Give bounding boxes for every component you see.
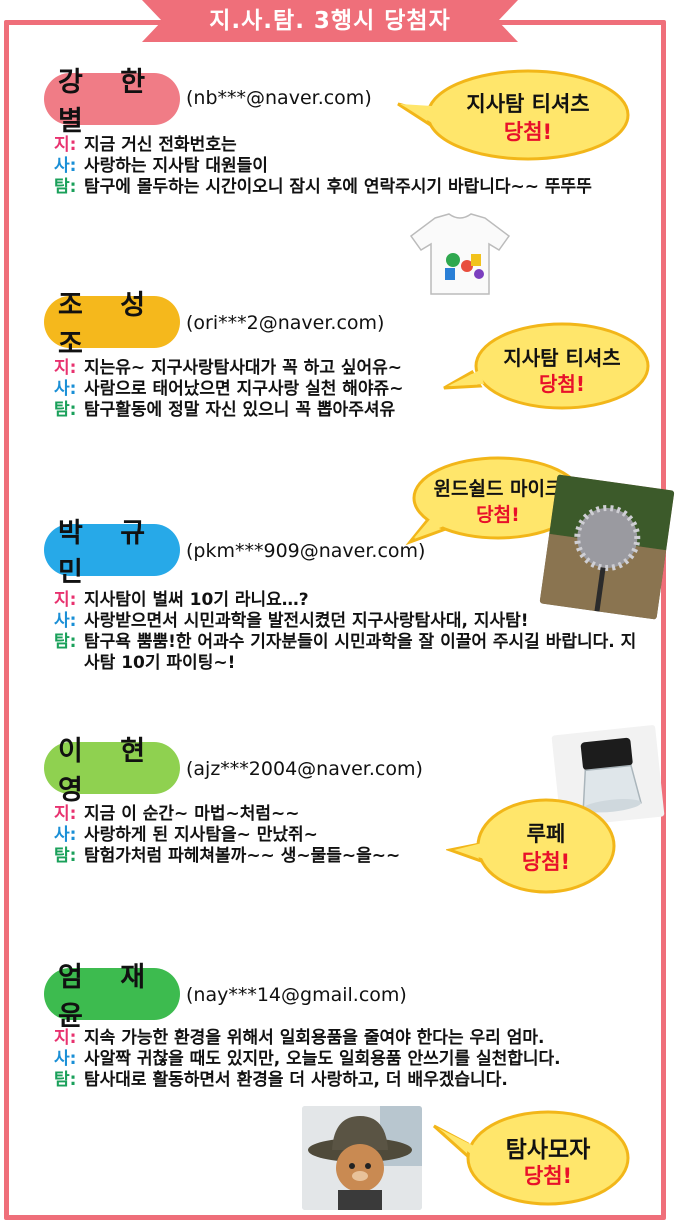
acrostic-lines: 지: 지금 이 순간~ 마법~처럼~~ 사: 사랑하게 된 지사탐을~ 만났쥐~ 탐… (54, 804, 400, 867)
prefix-sa: 사: (54, 1049, 77, 1069)
acrostic-lines: 지: 지사탐이 벌써 10기 라니요…? 사: 사랑받으면서 시민과학을 발전시켰던… (54, 590, 644, 674)
prefix-sa: 사: (54, 611, 77, 631)
won-label: 당첨! (521, 850, 571, 874)
acrostic-line: 탐구활동에 정말 자신 있으니 꼭 뽑아주셔유 (84, 400, 396, 420)
banner-title: 지.사.탐. 3행시 당첨자 (209, 8, 451, 34)
acrostic-line: 사알짝 귀찮을 때도 있지만, 오늘도 일회용품 안쓰기를 실천합니다. (84, 1049, 561, 1069)
banner-ribbon (142, 0, 518, 42)
prize-bubble-2: 지사탐 티셔츠 당첨! (440, 314, 654, 414)
acrostic-lines: 지: 지는유~ 지구사랑탐사대가 꼭 하고 싶어유~ 사: 사람으로 태어났으면 지… (54, 358, 403, 421)
prize-name: 지사탐 티셔츠 (466, 92, 590, 116)
acrostic-line: 사랑하게 된 지사탐을~ 만났쥐~ (84, 825, 318, 845)
acrostic-line: 탐구에 몰두하는 시간이오니 잠시 후에 연락주시기 바랍니다~~ 뚜뚜뚜 (84, 177, 592, 197)
acrostic-lines: 지: 지속 가능한 환경을 위해서 일회용품을 줄여야 한다는 우리 엄마. 사:… (54, 1028, 561, 1091)
prefix-sa: 사: (54, 825, 77, 845)
winner-name: 이 현 영 (44, 736, 180, 806)
prefix-ji: 지: (54, 804, 77, 824)
winner-email: (pkm***909@naver.com) (186, 540, 426, 562)
acrostic-lines: 지: 지금 거신 전화번호는 사: 사랑하는 지사탐 대원들이 탐: 탐구에 몰두하는… (54, 135, 644, 198)
won-label: 당첨! (476, 504, 520, 526)
prefix-ji: 지: (54, 358, 77, 378)
acrostic-line: 탐사대로 활동하면서 환경을 더 사랑하고, 더 배우겠습니다. (84, 1070, 508, 1090)
winner-email: (ori***2@naver.com) (186, 312, 385, 334)
acrostic-line: 지금 이 순간~ 마법~처럼~~ (84, 804, 300, 824)
acrostic-line: 지사탐이 벌써 10기 라니요…? (84, 590, 309, 610)
prefix-tam: 탐: (54, 177, 77, 197)
prize-bubble-1: 지사탐 티셔츠 당첨! (388, 60, 642, 170)
prize-name: 윈드쉴드 마이크 (433, 478, 563, 500)
windshield-mic-image (539, 474, 675, 620)
prefix-tam: 탐: (54, 400, 77, 420)
acrostic-line: 탐험가처럼 파헤쳐볼까~~ 생~물들~을~~ (84, 846, 401, 866)
winner-name: 엄 재 윤 (44, 962, 180, 1032)
prize-name: 루페 (526, 822, 566, 846)
won-label: 당첨! (503, 120, 553, 144)
prize-name: 지사탐 티셔츠 (503, 346, 621, 370)
tshirt-image (405, 210, 515, 298)
winner-email: (nay***14@gmail.com) (186, 984, 407, 1006)
exploration-hat-image (302, 1106, 422, 1210)
acrostic-line: 탐구욕 뿜뿜!한 어과수 기자분들이 시민과학을 잘 이끌어 주시길 바랍니다.… (84, 632, 637, 673)
prefix-tam: 탐: (54, 1070, 77, 1090)
winner-email: (ajz***2004@naver.com) (186, 758, 423, 780)
prefix-tam: 탐: (54, 846, 77, 866)
prefix-ji: 지: (54, 1028, 77, 1048)
prize-bubble-5: 탐사모자 당첨! (428, 1100, 634, 1210)
prefix-ji: 지: (54, 590, 77, 610)
winner-email: (nb***@naver.com) (186, 87, 372, 109)
prefix-tam: 탐: (54, 632, 77, 652)
prefix-ji: 지: (54, 135, 77, 155)
won-label: 당첨! (539, 372, 585, 396)
acrostic-line: 지금 거신 전화번호는 (84, 135, 237, 155)
prize-name: 탐사모자 (505, 1137, 591, 1163)
winner-name: 박 규 민 (44, 518, 180, 588)
acrostic-line: 지는유~ 지구사랑탐사대가 꼭 하고 싶어유~ (84, 358, 403, 378)
loupe-image (551, 724, 665, 828)
prefix-sa: 사: (54, 156, 77, 176)
acrostic-line: 지속 가능한 환경을 위해서 일회용품을 줄여야 한다는 우리 엄마. (84, 1028, 545, 1048)
winner-name: 조 성 조 (44, 290, 180, 360)
won-label: 당첨! (523, 1164, 573, 1188)
winner-name: 강 한 별 (44, 67, 180, 137)
prize-bubble-4: 루페 당첨! (444, 792, 618, 898)
acrostic-line: 사랑받으면서 시민과학을 발전시켰던 지구사랑탐사대, 지사탐! (84, 611, 529, 631)
acrostic-line: 사람으로 태어났으면 지구사랑 실천 해야쥬~ (84, 379, 404, 399)
prefix-sa: 사: (54, 379, 77, 399)
acrostic-line: 사랑하는 지사탐 대원들이 (84, 156, 268, 176)
title-banner: 지.사.탐. 3행시 당첨자 (142, 0, 518, 42)
